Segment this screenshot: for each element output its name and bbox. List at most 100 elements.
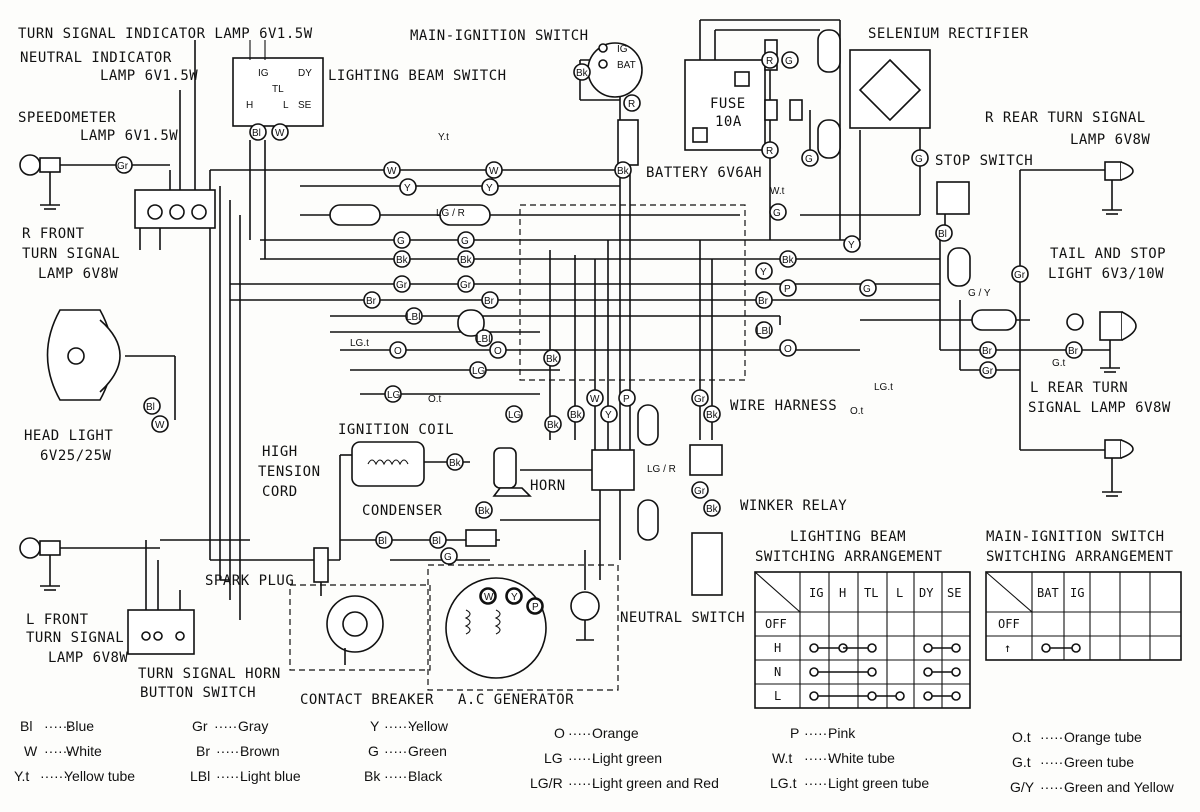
svg-text:······: ······ (804, 775, 832, 791)
svg-text:······: ······ (40, 768, 68, 784)
connector-lgr-right (439, 204, 491, 226)
svg-text:W: W (155, 420, 165, 431)
legend-item-name: Green tube (1064, 754, 1134, 770)
tag-g-battery-2: G (801, 149, 819, 167)
colour-legend: Bl ······ Blue W ······ White Y.t ······… (14, 718, 1175, 795)
lt-n-connections (809, 667, 961, 677)
l-rear-turn-lamp (1102, 439, 1134, 497)
lighting-beam-switch (232, 40, 324, 127)
tag-y-right: Y (843, 235, 861, 253)
legend-item-name: Green and Yellow (1064, 779, 1175, 795)
lighting-table-title-1: LIGHTING BEAM (790, 529, 906, 545)
it-col-1: IG (1070, 586, 1084, 600)
legend-item: O.t (1012, 729, 1031, 745)
svg-text:Bk: Bk (547, 420, 560, 431)
svg-text:······: ······ (216, 743, 244, 759)
tag-lg-horn: LG (505, 405, 523, 423)
l-front-label-1: L FRONT (26, 612, 89, 628)
connector-lgr-left (329, 204, 381, 226)
svg-text:Bk: Bk (546, 354, 559, 365)
condenser (465, 529, 497, 547)
svg-text:G: G (397, 236, 405, 247)
tail-connector (971, 309, 1017, 331)
contact-breaker-outline (289, 584, 431, 671)
svg-text:Bk: Bk (706, 410, 719, 421)
r-rear-label-1: R REAR TURN SIGNAL (985, 110, 1146, 126)
lt-col-1: H (839, 586, 846, 600)
tail-stop-label-1: TAIL AND STOP (1050, 246, 1166, 262)
l-front-label-2: TURN SIGNAL (26, 630, 124, 646)
svg-text:Bl: Bl (938, 229, 947, 240)
legend-item-name: Pink (828, 725, 856, 741)
tag-bl-cond-1: Bl (375, 531, 393, 549)
lt-row-2: N (774, 665, 781, 679)
tag-bk-4: Bk (544, 415, 562, 433)
svg-text:LBl: LBl (476, 334, 490, 345)
svg-text:Bl: Bl (146, 402, 155, 413)
legend-item-name: White (66, 743, 102, 759)
svg-text:······: ······ (568, 750, 596, 766)
legend-item: Y.t (14, 768, 29, 784)
connector-lgr-1 (637, 404, 659, 446)
svg-text:LG: LG (387, 390, 401, 401)
contact-breaker (326, 595, 384, 665)
svg-text:Y: Y (605, 410, 612, 421)
svg-text:W: W (590, 394, 600, 405)
svg-text:Br: Br (758, 296, 769, 307)
tag-bk-2: Bk (457, 250, 475, 268)
tag-gr-2: Gr (457, 275, 475, 293)
svg-text:······: ······ (804, 750, 832, 766)
condenser-label: CONDENSER (362, 503, 442, 519)
turn-horn-label-1: TURN SIGNAL HORN (138, 666, 281, 682)
main-ignition-switch (587, 42, 643, 98)
legend-item: G (368, 743, 379, 759)
svg-text:W: W (484, 592, 494, 603)
tag-bk-right: Bk (779, 250, 797, 268)
tag-g-battery: G (781, 51, 799, 69)
tag-bk-coil: Bk (446, 453, 464, 471)
svg-text:Y: Y (511, 592, 518, 603)
legend-item-name: Blue (66, 718, 94, 734)
head-light-label-1: HEAD LIGHT (24, 428, 113, 444)
neutral-switch-label: NEUTRAL SWITCH (620, 610, 745, 626)
tail-stop-label-2: LIGHT 6V3/10W (1048, 266, 1164, 282)
svg-text:Gr: Gr (396, 280, 408, 291)
svg-text:O: O (784, 344, 792, 355)
tag-gr-rear: Gr (1011, 265, 1029, 283)
high-tension-label-2: TENSION (258, 464, 321, 480)
tag-lbl-2: LBl (475, 329, 493, 347)
tag-w-2: W (485, 161, 503, 179)
svg-text:Bk: Bk (617, 166, 630, 177)
r-front-label-3: LAMP 6V8W (38, 266, 118, 282)
head-light (46, 309, 176, 420)
tag-br-right: Br (755, 291, 773, 309)
svg-text:······: ······ (568, 775, 596, 791)
legend-item: LBl (190, 768, 210, 784)
stop-switch-label: STOP SWITCH (935, 153, 1033, 169)
l-rear-label-2: SIGNAL LAMP 6V8W (1028, 400, 1171, 416)
tag-bk-1: Bk (393, 250, 411, 268)
tag-br-rear-2: Br (1065, 341, 1083, 359)
l-rear-label-1: L REAR TURN (1030, 380, 1128, 396)
battery-connector (617, 119, 639, 166)
svg-text:R: R (766, 56, 773, 67)
svg-text:G: G (915, 154, 923, 165)
switch-se-label: SE (298, 100, 312, 111)
horn (492, 447, 532, 497)
tag-lg-2: LG (384, 385, 402, 403)
legend-item: W (24, 743, 38, 759)
selenium-rectifier (817, 29, 931, 159)
legend-item-name: Yellow tube (64, 768, 135, 784)
r-rear-turn-lamp (1102, 161, 1134, 215)
switch-tl-label: TL (272, 84, 284, 95)
lt-row-0: OFF (765, 617, 787, 631)
svg-text:Gr: Gr (982, 366, 994, 377)
tag-w-1: W (383, 161, 401, 179)
contact-breaker-label: CONTACT BREAKER (300, 692, 434, 708)
svg-text:Br: Br (366, 296, 377, 307)
switch-dy-label: DY (298, 68, 312, 79)
svg-text:······: ······ (568, 725, 596, 741)
svg-text:LG: LG (472, 366, 486, 377)
legend-item: LG.t (770, 775, 797, 791)
tag-bk-5: Bk (567, 405, 585, 423)
